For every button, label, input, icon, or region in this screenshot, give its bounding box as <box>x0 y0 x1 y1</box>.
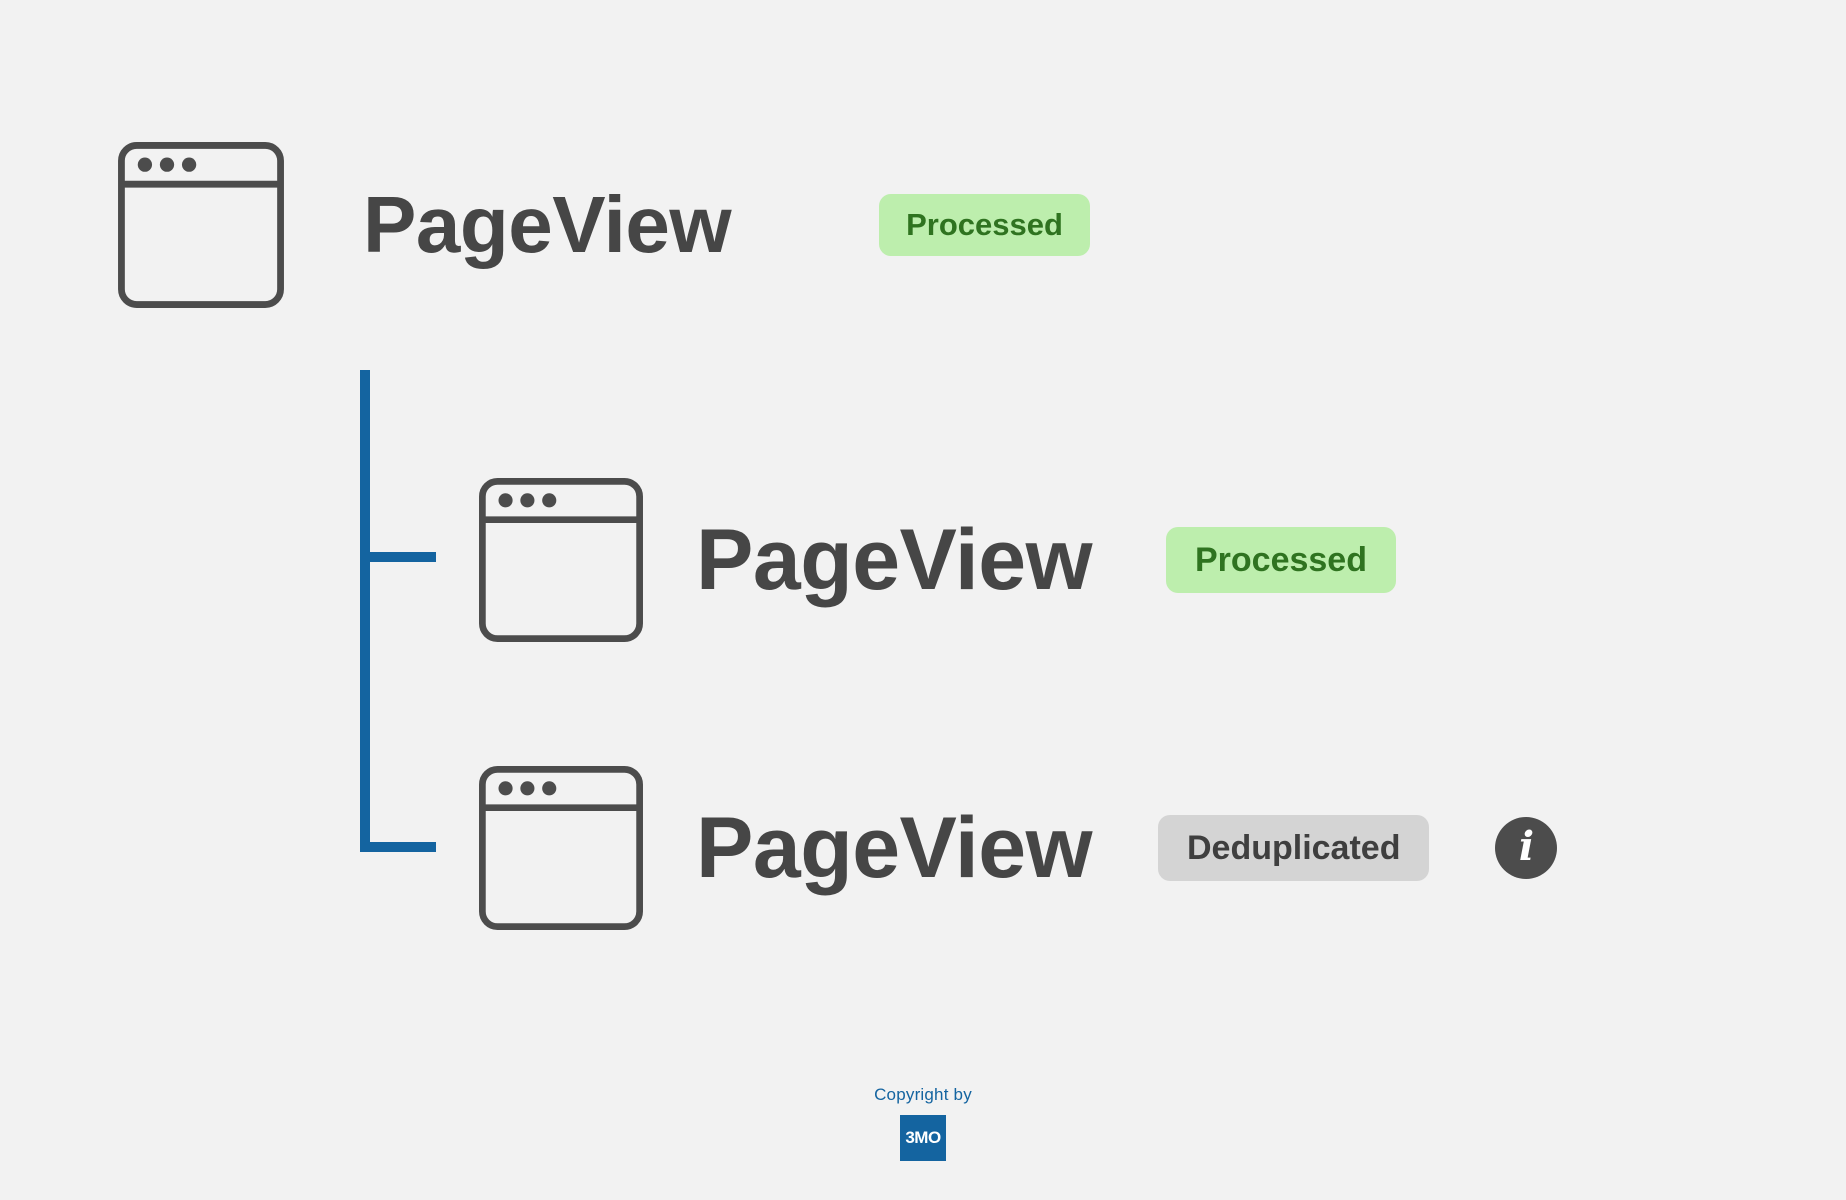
node-title: PageView <box>696 512 1092 608</box>
tree-branch-line <box>360 552 436 562</box>
tree-node-root[interactable]: PageView Processed <box>116 140 1090 310</box>
status-badge[interactable]: Processed <box>879 194 1090 256</box>
copyright-label: Copyright by <box>874 1085 972 1104</box>
browser-window-icon <box>477 762 645 934</box>
footer: Copyright by 3MO <box>0 1085 1846 1161</box>
tree-node-child-1[interactable]: PageView Processed <box>477 474 1396 646</box>
node-title: PageView <box>363 180 732 269</box>
tree-connector <box>360 370 440 852</box>
status-badge[interactable]: Processed <box>1165 527 1396 593</box>
status-badge[interactable]: Deduplicated <box>1157 815 1430 881</box>
tree-vertical-line <box>360 370 370 852</box>
node-title: PageView <box>696 800 1092 896</box>
tree-node-child-2[interactable]: PageView Deduplicated i <box>477 762 1558 934</box>
browser-window-icon <box>116 140 286 310</box>
tree-branch-line <box>360 842 436 852</box>
brand-logo: 3MO <box>900 1115 946 1161</box>
browser-window-icon <box>477 474 645 646</box>
info-icon[interactable]: i <box>1495 817 1558 879</box>
